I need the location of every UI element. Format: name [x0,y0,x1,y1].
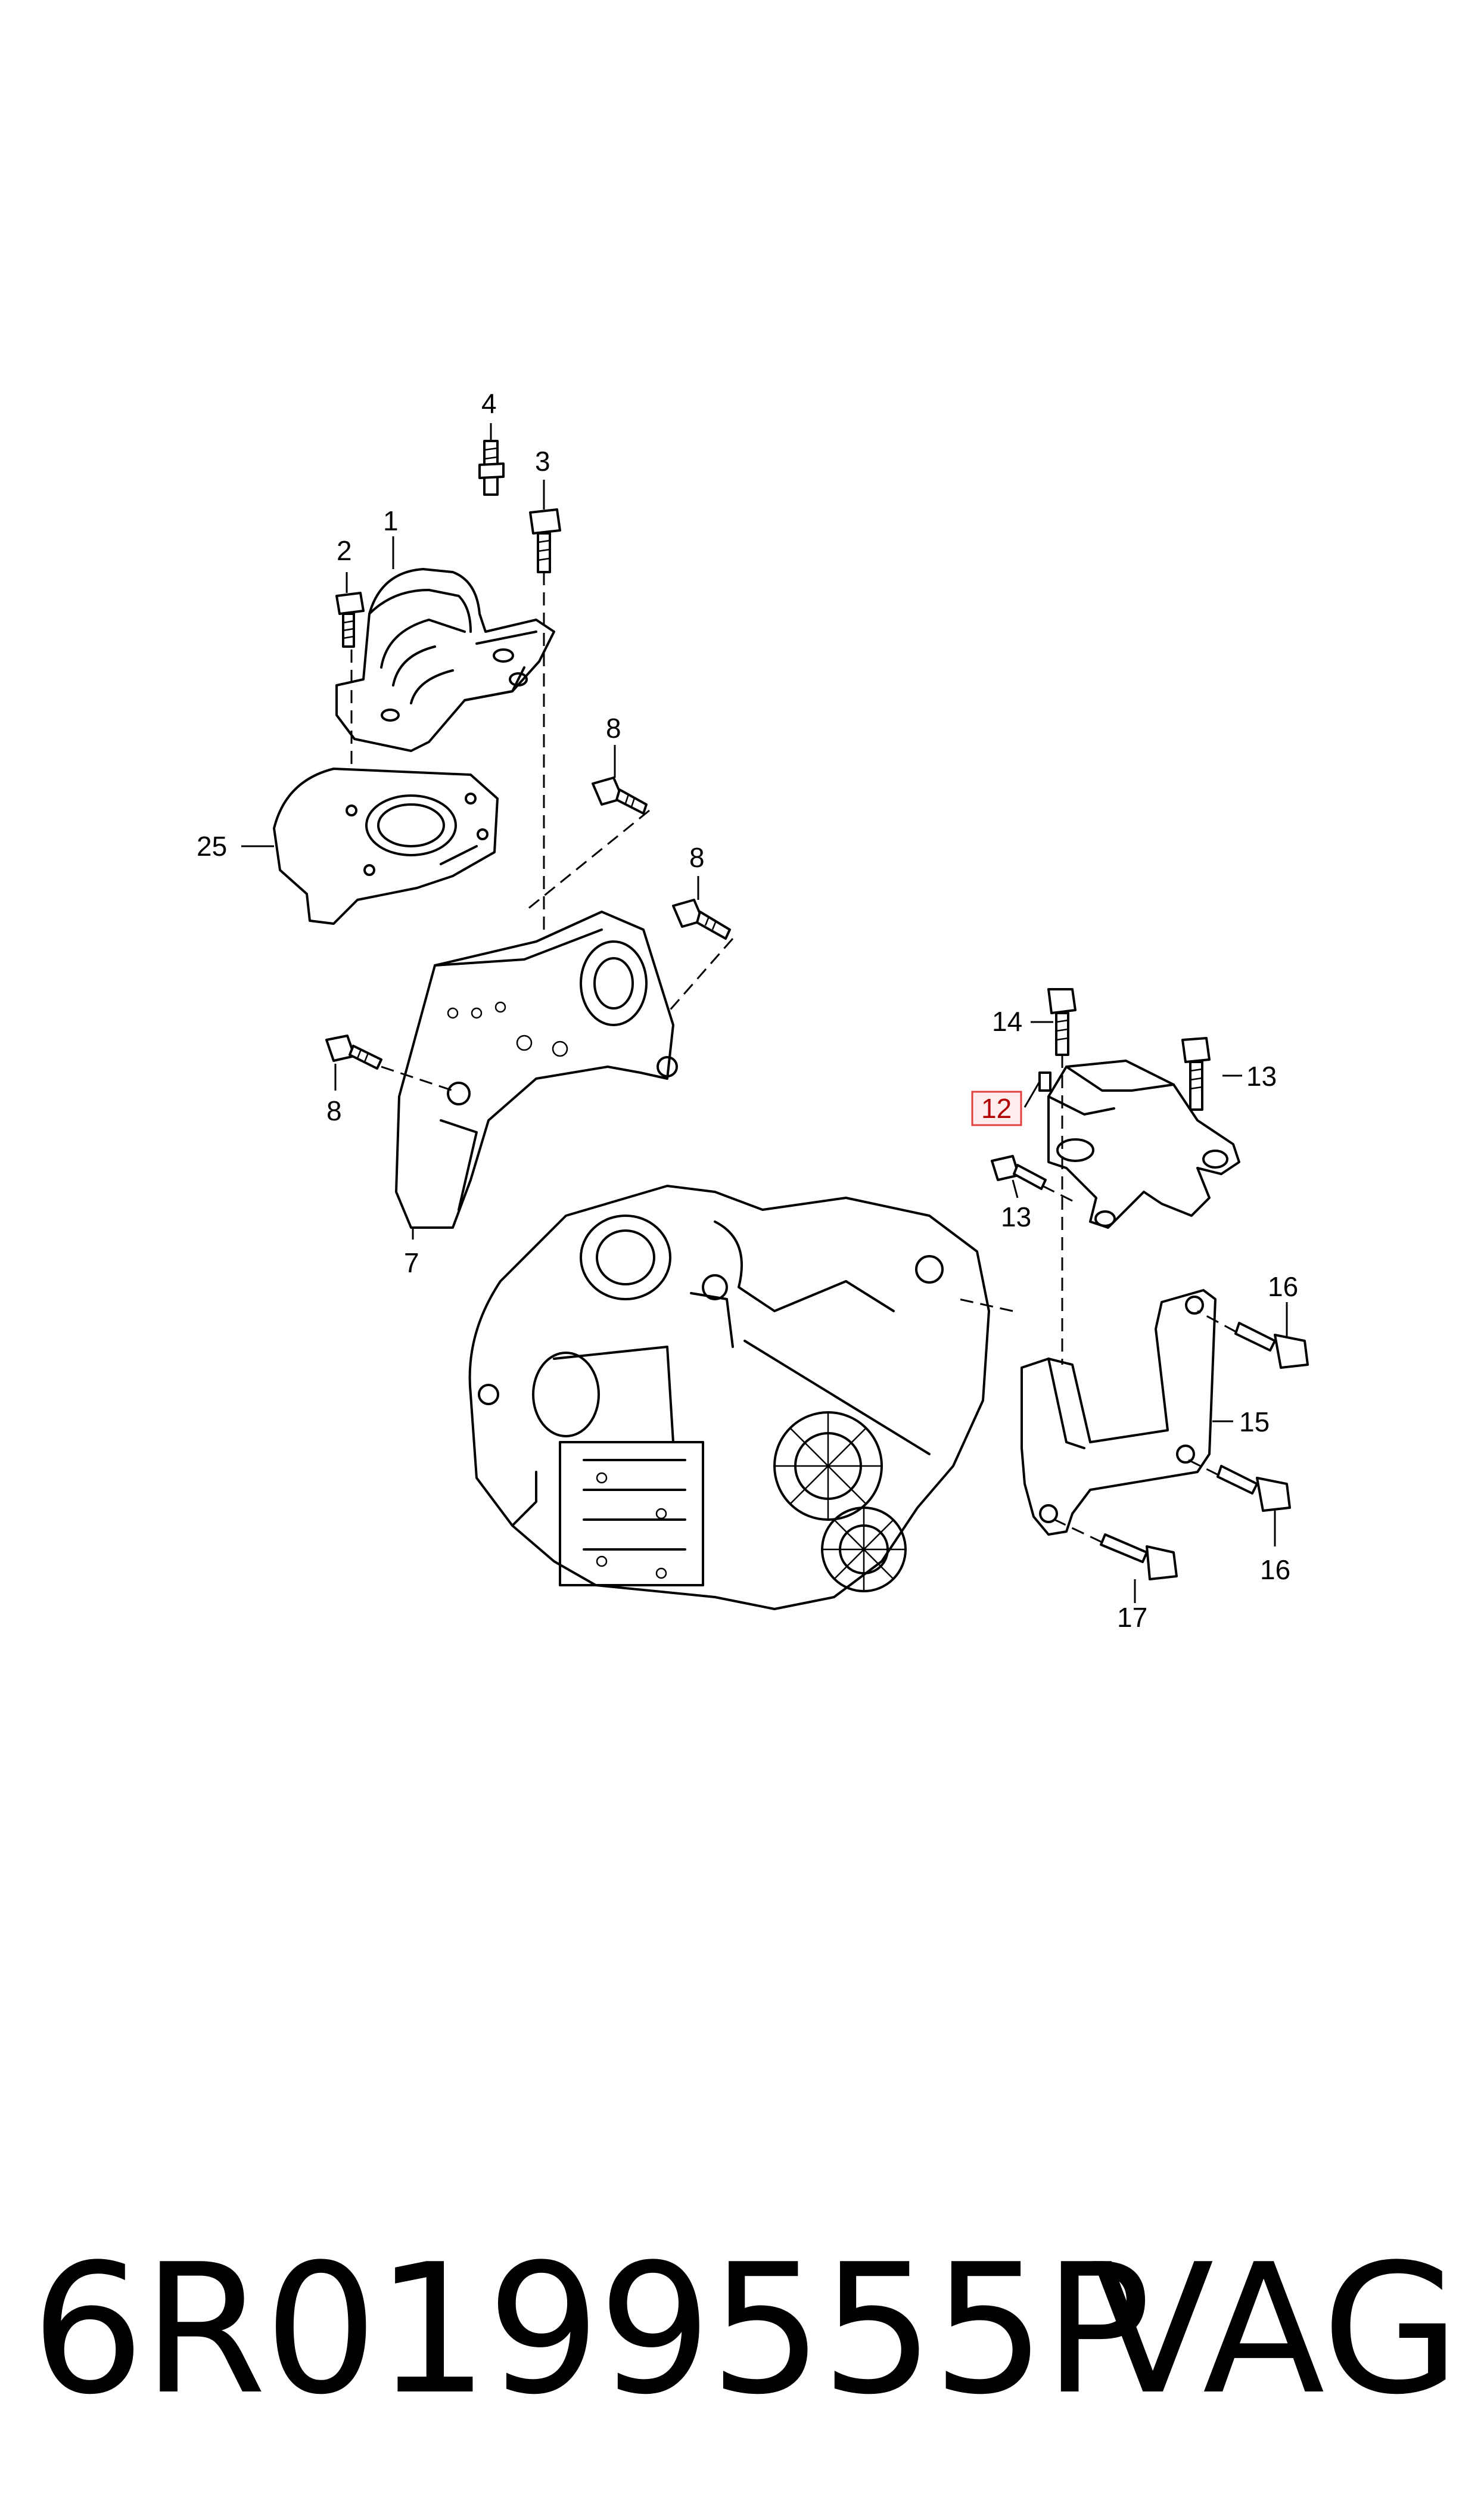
callout-7: 7 [404,1247,419,1278]
callout-16-lower: 16 [1260,1554,1290,1585]
bolt-part-17 [1100,1533,1178,1580]
callout-13-left: 13 [1001,1201,1031,1232]
callout-1: 1 [383,505,399,536]
callout-13-right: 13 [1246,1061,1277,1092]
bolt-part-2 [335,592,365,648]
bracket-part-25 [273,768,499,925]
callout-8-upper: 8 [606,713,621,744]
callout-12-highlight [971,1091,1022,1126]
bolt-part-8-b [672,899,731,940]
callout-17: 17 [1117,1602,1147,1633]
bolt-part-13-a [1181,1037,1211,1111]
bracket-part-15 [1021,1289,1217,1536]
callout-8-middle: 8 [689,842,705,873]
callout-3: 3 [535,446,550,477]
bolt-part-8-c [325,1035,382,1070]
support-bracket-part-7 [395,911,678,1229]
brand-text: VAG [1091,2226,1460,2434]
callout-4: 4 [481,388,497,419]
transmission-mount-part-12 [1038,1060,1240,1229]
assembly-lines [350,572,1237,1543]
callout-labels: 1 2 3 4 8 8 8 7 25 12 14 13 13 16 15 16 … [197,388,1298,1633]
engine-mount-part-1 [335,568,555,752]
callout-15: 15 [1239,1406,1270,1437]
callout-2: 2 [337,535,352,566]
bolt-part-3 [529,508,561,573]
leader-lines [241,423,1288,1603]
footer: 6R0199555P VAG [0,2205,1484,2455]
part-number-text: 6R0199555P [31,2226,1151,2434]
bolt-part-14 [1047,988,1077,1056]
bolt-part-13-b [991,1155,1047,1190]
stud-part-4 [478,440,505,496]
callout-14: 14 [992,1006,1022,1037]
callout-25: 25 [197,831,227,862]
bolt-part-16-b [1217,1465,1291,1512]
callout-8-left: 8 [326,1095,342,1126]
bolt-part-16-a [1234,1322,1309,1369]
callout-12: 12 [981,1093,1012,1124]
gearbox-assembly [468,1185,990,1610]
callout-16-upper: 16 [1268,1271,1298,1302]
bolt-part-8-a [592,776,648,815]
